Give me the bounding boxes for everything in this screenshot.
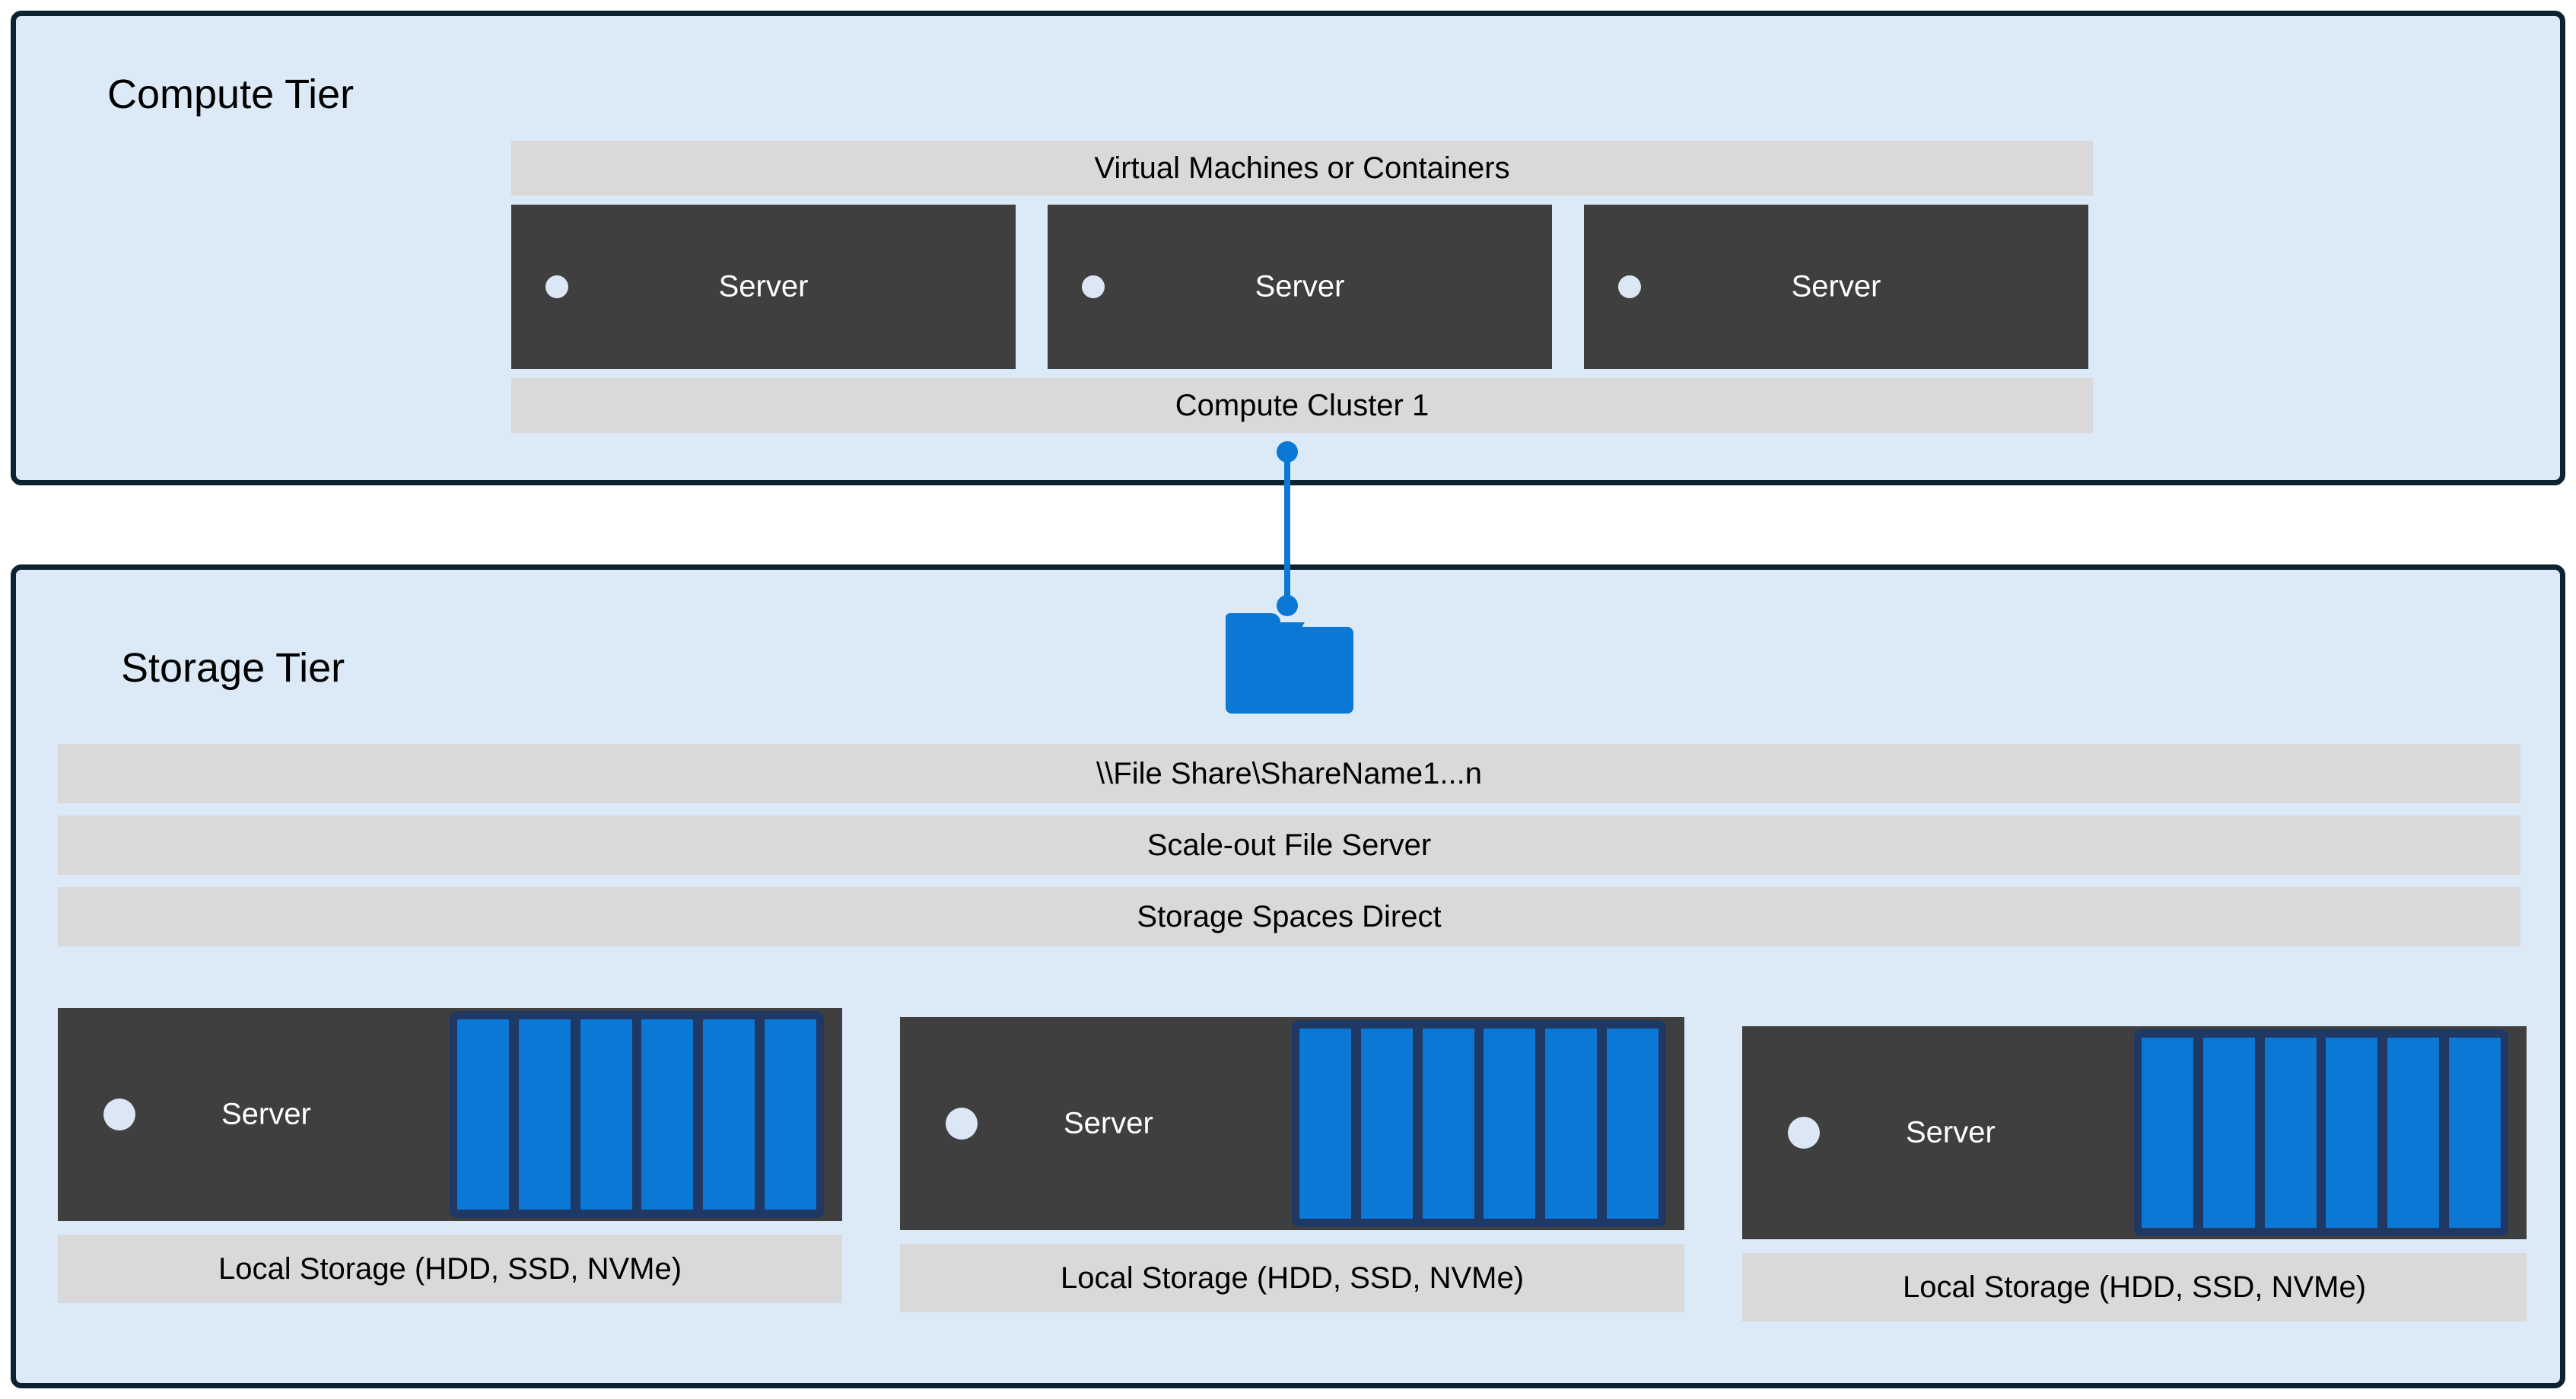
disk-icon bbox=[764, 1019, 816, 1210]
compute-tier-panel: Compute Tier Virtual Machines or Contain… bbox=[11, 11, 2565, 485]
file-share-bar: \\File Share\ShareName1...n bbox=[58, 744, 2520, 803]
local-storage-bar-3: Local Storage (HDD, SSD, NVMe) bbox=[1742, 1253, 2527, 1321]
local-storage-label-3: Local Storage (HDD, SSD, NVMe) bbox=[1902, 1270, 2367, 1304]
storage-node-3: Server Local Storage (HDD, SSD, NVMe) bbox=[1742, 1026, 2527, 1346]
storage-tier-title: Storage Tier bbox=[121, 645, 345, 691]
disk-icon bbox=[1360, 1029, 1413, 1219]
storage-server-1[interactable]: Server bbox=[58, 1008, 842, 1221]
compute-server-2-label: Server bbox=[1255, 269, 1345, 304]
compute-cluster-bar: Compute Cluster 1 bbox=[511, 378, 2093, 433]
status-led-icon bbox=[545, 275, 568, 298]
compute-server-2[interactable]: Server bbox=[1048, 205, 1552, 369]
disk-icon bbox=[580, 1019, 632, 1210]
disk-icon bbox=[518, 1019, 571, 1210]
storage-server-2-label: Server bbox=[1064, 1106, 1153, 1140]
storage-node-2: Server Local Storage (HDD, SSD, NVMe) bbox=[900, 1017, 1684, 1337]
storage-spaces-direct-bar: Storage Spaces Direct bbox=[58, 887, 2520, 946]
local-storage-label-2: Local Storage (HDD, SSD, NVMe) bbox=[1060, 1261, 1525, 1295]
storage-server-2[interactable]: Server bbox=[900, 1017, 1684, 1230]
disk-array-1 bbox=[450, 1011, 824, 1218]
disk-icon bbox=[641, 1019, 694, 1210]
disk-icon bbox=[1606, 1029, 1658, 1219]
status-led-icon bbox=[1788, 1117, 1820, 1149]
compute-server-1-label: Server bbox=[718, 269, 809, 304]
file-share-folder-icon bbox=[1226, 613, 1353, 714]
disk-icon bbox=[2264, 1038, 2317, 1228]
compute-cluster-label: Compute Cluster 1 bbox=[1175, 388, 1430, 422]
scale-out-file-server-label: Scale-out File Server bbox=[1146, 828, 1432, 862]
disk-array-2 bbox=[1292, 1020, 1666, 1227]
disk-icon bbox=[457, 1019, 509, 1210]
compute-server-3-label: Server bbox=[1791, 269, 1881, 304]
storage-node-1: Server Local Storage (HDD, SSD, NVMe) bbox=[58, 1008, 842, 1327]
disk-array-3 bbox=[2134, 1029, 2508, 1236]
local-storage-bar-2: Local Storage (HDD, SSD, NVMe) bbox=[900, 1244, 1684, 1312]
disk-icon bbox=[2448, 1038, 2501, 1228]
storage-server-3-label: Server bbox=[1906, 1115, 1996, 1149]
virtual-machines-bar: Virtual Machines or Containers bbox=[511, 141, 2093, 196]
disk-icon bbox=[1484, 1029, 1536, 1219]
compute-cluster-group: Virtual Machines or Containers Server Se… bbox=[511, 141, 2093, 433]
connector-dot-bottom-icon bbox=[1277, 595, 1298, 616]
disk-icon bbox=[2387, 1038, 2440, 1228]
disk-icon bbox=[1422, 1029, 1474, 1219]
file-share-label: \\File Share\ShareName1...n bbox=[1096, 756, 1482, 790]
disk-icon bbox=[1299, 1029, 1351, 1219]
tier-connector bbox=[1274, 441, 1300, 616]
virtual-machines-label: Virtual Machines or Containers bbox=[1094, 151, 1510, 185]
status-led-icon bbox=[1082, 275, 1105, 298]
disk-icon bbox=[2326, 1038, 2378, 1228]
disk-icon bbox=[2142, 1038, 2193, 1228]
scale-out-file-server-bar: Scale-out File Server bbox=[58, 816, 2520, 875]
status-led-icon bbox=[946, 1108, 978, 1140]
storage-spaces-direct-label: Storage Spaces Direct bbox=[1137, 899, 1442, 933]
connector-line bbox=[1284, 450, 1290, 607]
folder-body bbox=[1226, 627, 1353, 714]
status-led-icon bbox=[103, 1099, 135, 1130]
disk-icon bbox=[703, 1019, 755, 1210]
compute-server-3[interactable]: Server bbox=[1584, 205, 2088, 369]
local-storage-bar-1: Local Storage (HDD, SSD, NVMe) bbox=[58, 1235, 842, 1303]
local-storage-label-1: Local Storage (HDD, SSD, NVMe) bbox=[218, 1251, 682, 1286]
storage-server-3[interactable]: Server bbox=[1742, 1026, 2527, 1239]
compute-tier-title: Compute Tier bbox=[107, 72, 355, 117]
disk-icon bbox=[2202, 1038, 2255, 1228]
disk-icon bbox=[1545, 1029, 1598, 1219]
storage-server-1-label: Server bbox=[221, 1097, 311, 1131]
status-led-icon bbox=[1618, 275, 1641, 298]
compute-server-1[interactable]: Server bbox=[511, 205, 1016, 369]
